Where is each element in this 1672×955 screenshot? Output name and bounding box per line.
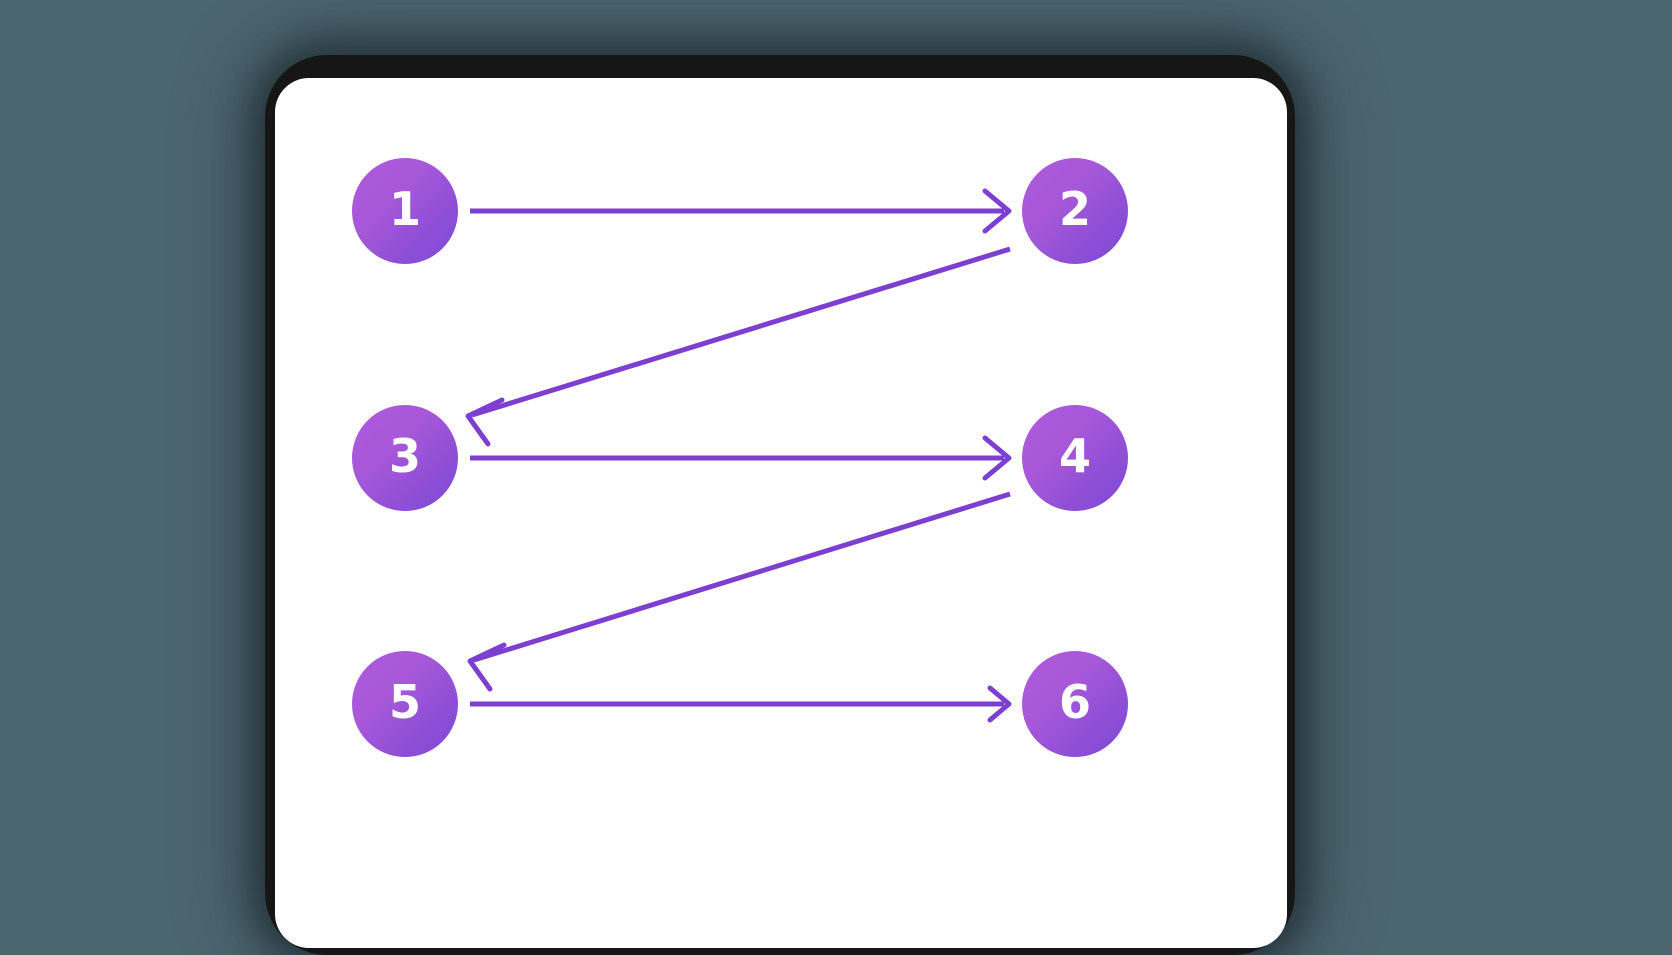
diagram-node-2[interactable]: 2	[1022, 158, 1128, 264]
edge-1-to-2	[470, 188, 1012, 234]
arrowhead-icon	[467, 642, 507, 692]
edge-4-to-5	[467, 491, 1011, 692]
diagram-node-6[interactable]: 6	[1022, 651, 1128, 757]
diagram-node-label: 4	[1058, 429, 1091, 483]
arrowhead-icon	[982, 188, 1012, 234]
arrowhead-icon	[987, 685, 1012, 723]
arrowhead-icon	[982, 435, 1012, 481]
arrowhead-icon	[465, 397, 505, 447]
diagram-node-4[interactable]: 4	[1022, 405, 1128, 511]
edge-3-to-4	[470, 435, 1012, 481]
diagram-node-label: 5	[388, 675, 421, 729]
diagram-node-label: 3	[388, 429, 421, 483]
diagram-node-3[interactable]: 3	[352, 405, 458, 511]
diagram-node-label: 2	[1058, 182, 1091, 236]
screenshot-stage: 1 2 3 4 5 6	[265, 55, 1295, 955]
diagram-node-1[interactable]: 1	[352, 158, 458, 264]
edge-2-to-3	[465, 246, 1011, 447]
flow-diagram-canvas	[465, 188, 1012, 723]
edge-5-to-6	[470, 685, 1012, 723]
diagram-node-5[interactable]: 5	[352, 651, 458, 757]
diagram-node-label: 6	[1058, 675, 1091, 729]
diagram-node-label: 1	[388, 182, 421, 236]
